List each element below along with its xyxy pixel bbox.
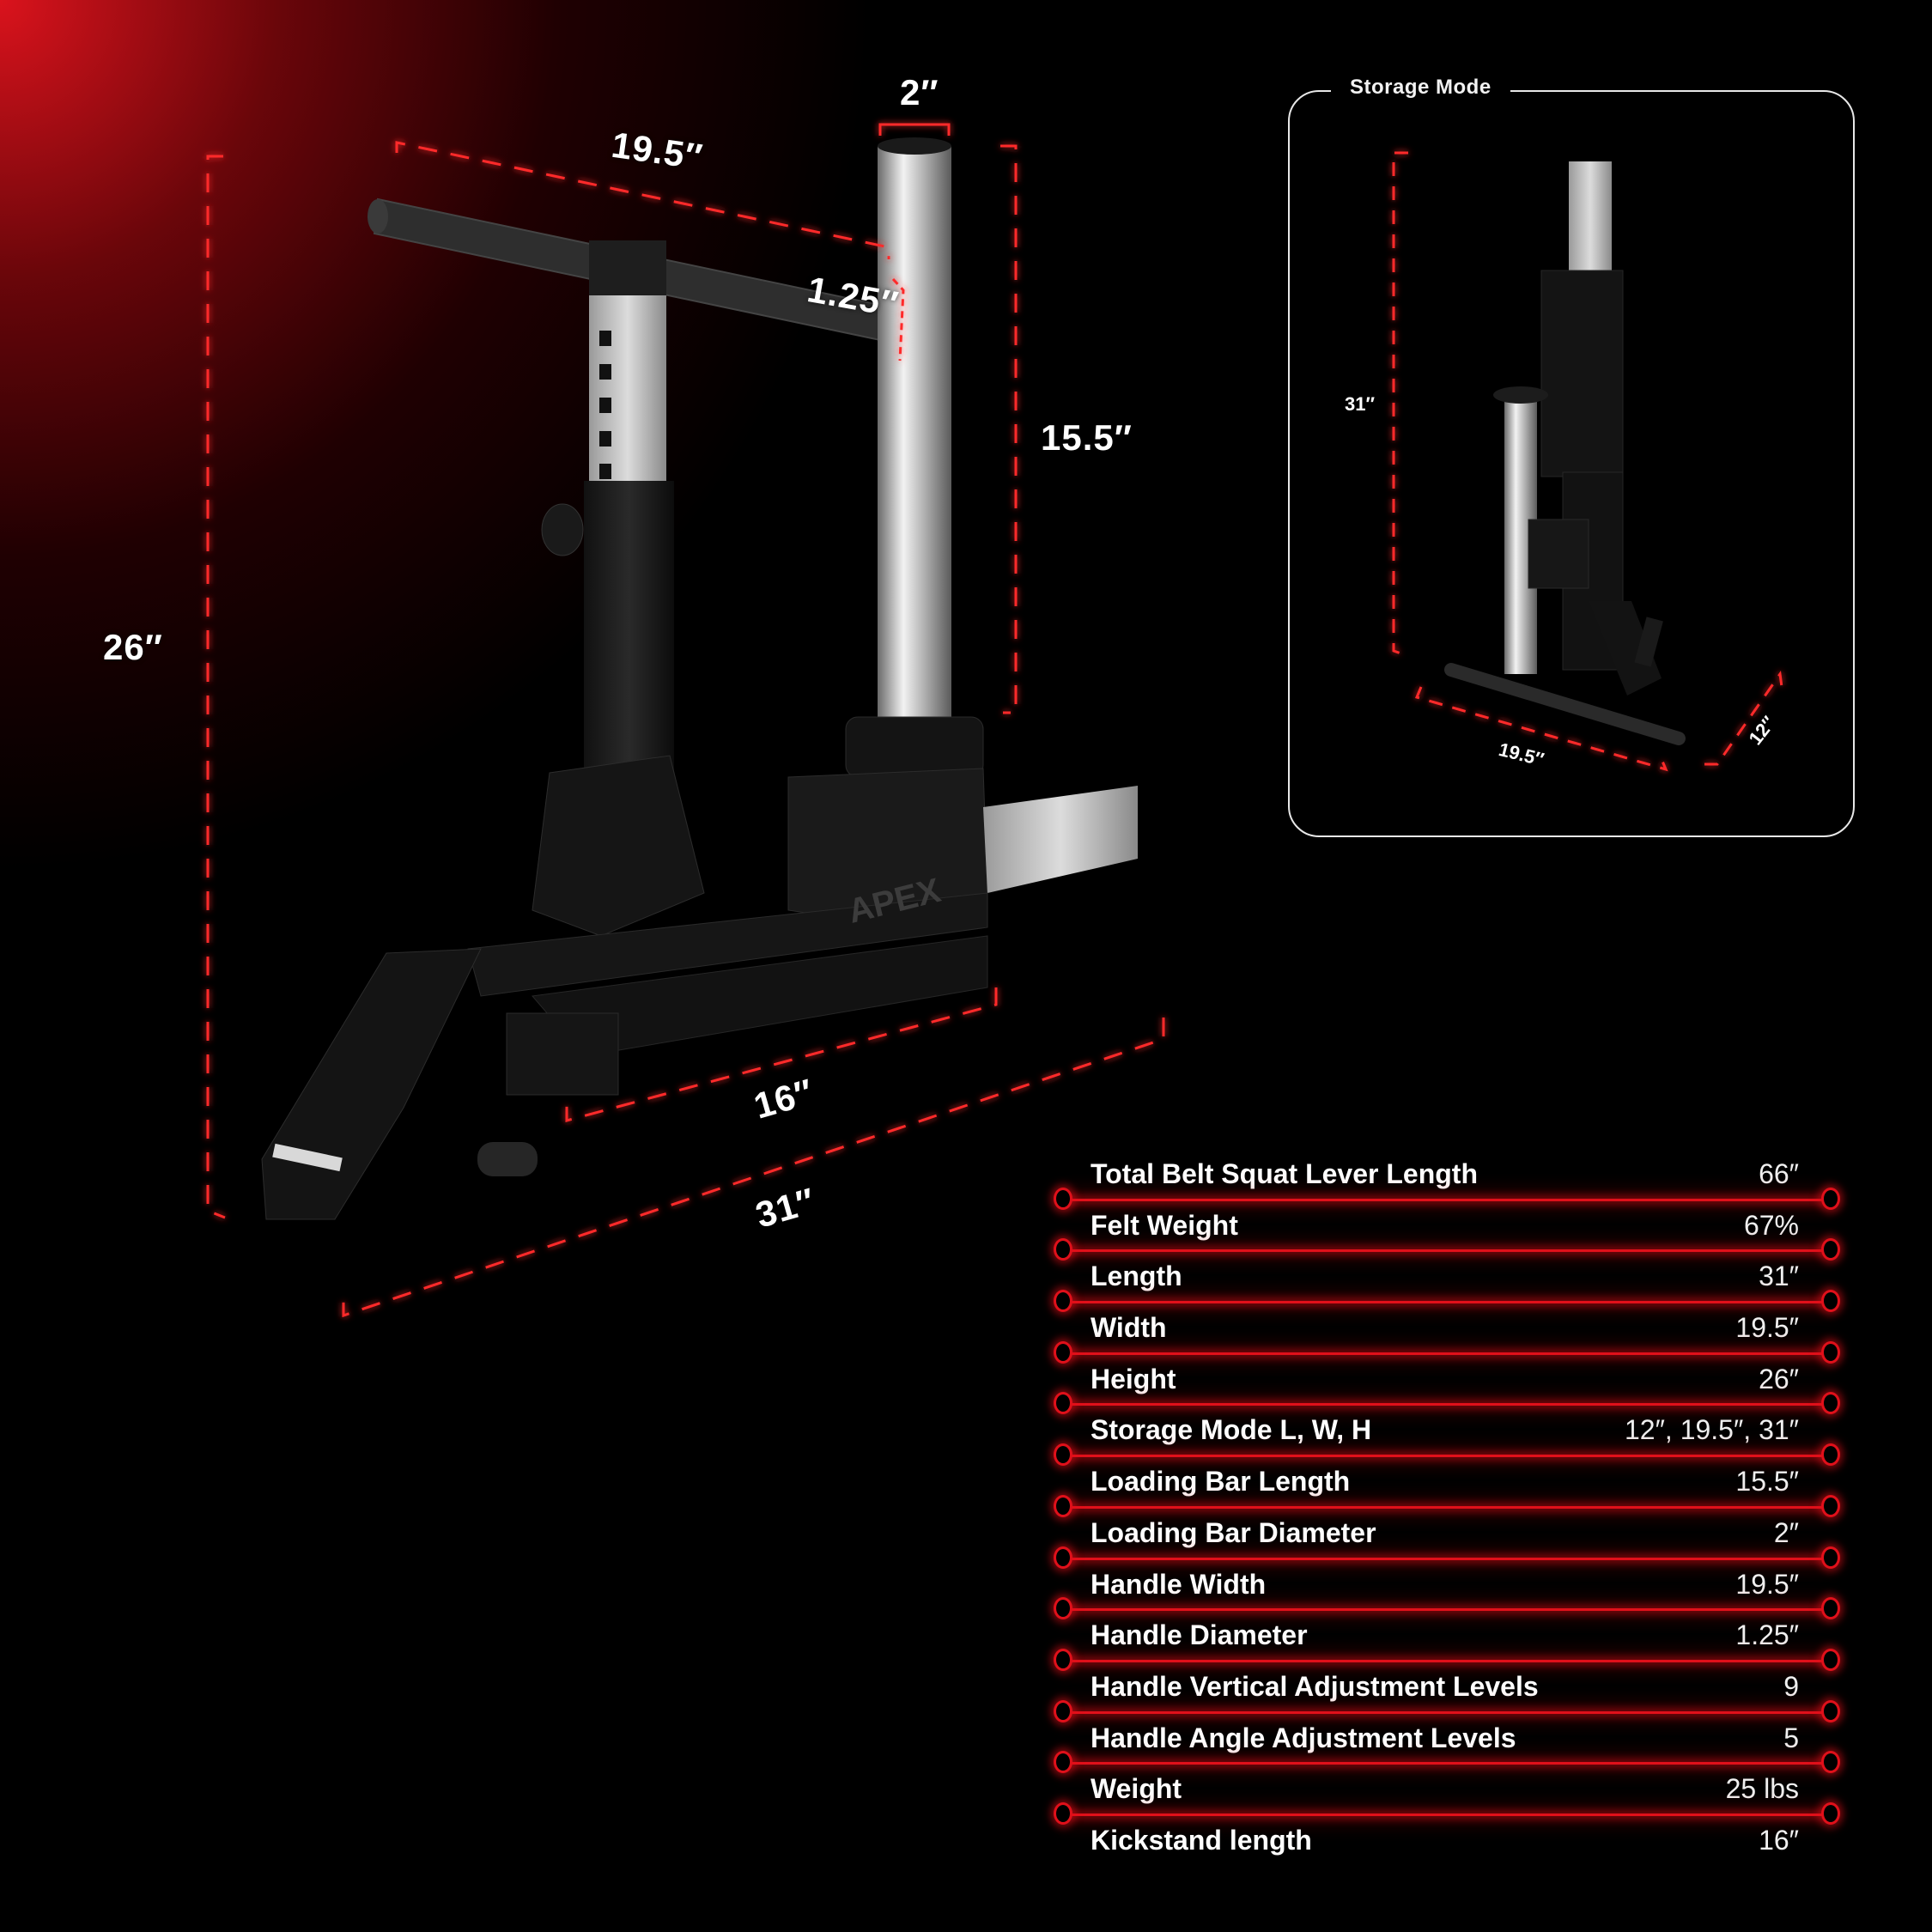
spec-row: Handle Angle Adjustment Levels 5 — [1052, 1710, 1842, 1774]
divider — [1067, 1249, 1826, 1253]
spec-row: Width 19.5″ — [1052, 1300, 1842, 1364]
divider-node — [1821, 1340, 1840, 1364]
dimension-lines — [206, 123, 1165, 1318]
spec-label: Height — [1091, 1363, 1176, 1394]
spec-label: Width — [1091, 1312, 1167, 1344]
divider-node — [1054, 1340, 1072, 1364]
divider — [1067, 1505, 1826, 1509]
divider-node — [1054, 1238, 1072, 1261]
divider-node — [1054, 1597, 1072, 1620]
spec-row: Total Belt Squat Lever Length 66″ — [1052, 1146, 1842, 1210]
spec-label: Storage Mode L, W, H — [1091, 1414, 1372, 1446]
divider-node — [1821, 1187, 1840, 1210]
spec-row: Handle Width 19.5″ — [1052, 1557, 1842, 1620]
handle-upright — [541, 240, 674, 807]
divider — [1067, 1557, 1826, 1560]
divider-node — [1821, 1699, 1840, 1722]
spec-value: 25 lbs — [1725, 1773, 1799, 1805]
divider-node — [1054, 1751, 1072, 1774]
spec-row: Storage Mode L, W, H 12″, 19.5″, 31″ — [1052, 1402, 1842, 1467]
spec-label: Handle Vertical Adjustment Levels — [1091, 1670, 1539, 1702]
divider-node — [1054, 1494, 1072, 1517]
spec-label: Weight — [1091, 1773, 1182, 1805]
divider-node — [1821, 1494, 1840, 1517]
divider — [1067, 1352, 1826, 1355]
divider — [1067, 1403, 1826, 1406]
spec-value: 2″ — [1773, 1516, 1799, 1548]
spec-value: 31″ — [1759, 1261, 1799, 1292]
base-frame: APEX — [261, 755, 1138, 1220]
spec-label: Felt Weight — [1091, 1209, 1238, 1241]
spec-label: Handle Width — [1091, 1568, 1267, 1600]
divider-node — [1054, 1648, 1072, 1671]
spec-label: Handle Diameter — [1091, 1619, 1308, 1651]
divider-node — [1821, 1443, 1840, 1467]
divider — [1067, 1659, 1826, 1662]
spec-label: Length — [1091, 1261, 1182, 1292]
storage-dim-height: 31″ — [1345, 393, 1376, 415]
spec-value: 19.5″ — [1735, 1312, 1799, 1344]
spec-table: Total Belt Squat Lever Length 66″ Felt W… — [1052, 1146, 1842, 1864]
divider-node — [1821, 1751, 1840, 1774]
divider-node — [1821, 1546, 1840, 1569]
spec-value: 15.5″ — [1735, 1466, 1799, 1498]
divider-node — [1054, 1392, 1072, 1415]
dim-height: 26″ — [103, 627, 163, 667]
divider — [1067, 1301, 1826, 1304]
spec-value: 66″ — [1759, 1158, 1799, 1189]
spec-value: 16″ — [1759, 1824, 1799, 1856]
loading-bar — [845, 137, 984, 778]
divider-node — [1054, 1187, 1072, 1210]
divider-node — [1821, 1597, 1840, 1620]
spec-row: Height 26″ — [1052, 1352, 1842, 1415]
divider-node — [1054, 1546, 1072, 1569]
spec-row: Loading Bar Length 15.5″ — [1052, 1454, 1842, 1517]
spec-value: 5 — [1783, 1722, 1799, 1753]
spec-value: 26″ — [1759, 1363, 1799, 1394]
spec-value: 67% — [1743, 1209, 1799, 1241]
spec-label: Loading Bar Diameter — [1091, 1516, 1376, 1548]
divider — [1067, 1608, 1826, 1612]
spec-row: Loading Bar Diameter 2″ — [1052, 1505, 1842, 1569]
spec-row: Handle Vertical Adjustment Levels 9 — [1052, 1659, 1842, 1722]
divider-node — [1054, 1443, 1072, 1467]
spec-row: Weight 25 lbs — [1052, 1761, 1842, 1825]
storage-mode-title: Storage Mode — [1331, 76, 1510, 100]
spec-value: 1.25″ — [1735, 1619, 1799, 1651]
spec-label: Total Belt Squat Lever Length — [1091, 1158, 1478, 1189]
spec-value: 19.5″ — [1735, 1568, 1799, 1600]
divider — [1067, 1455, 1826, 1458]
dim-loading-bar-diameter: 2″ — [900, 72, 939, 112]
divider — [1067, 1710, 1826, 1714]
divider — [1067, 1762, 1826, 1765]
divider-node — [1054, 1699, 1072, 1722]
spec-row: Length 31″ — [1052, 1249, 1842, 1313]
spec-value: 9 — [1783, 1670, 1799, 1702]
storage-mode-panel — [1288, 90, 1855, 837]
divider — [1067, 1813, 1826, 1816]
divider-node — [1821, 1290, 1840, 1313]
spec-row: Handle Diameter 1.25″ — [1052, 1607, 1842, 1671]
divider-node — [1054, 1290, 1072, 1313]
divider-node — [1821, 1238, 1840, 1261]
spec-row: Felt Weight 67% — [1052, 1198, 1842, 1261]
divider — [1067, 1198, 1826, 1201]
divider-node — [1054, 1801, 1072, 1825]
spec-row: Kickstand length 16″ — [1052, 1813, 1842, 1864]
divider-node — [1821, 1648, 1840, 1671]
divider-node — [1821, 1392, 1840, 1415]
spec-label: Kickstand length — [1091, 1824, 1312, 1856]
spec-label: Loading Bar Length — [1091, 1466, 1351, 1498]
dim-loading-bar-length: 15.5″ — [1041, 417, 1133, 458]
spec-label: Handle Angle Adjustment Levels — [1091, 1722, 1516, 1753]
divider-node — [1821, 1801, 1840, 1825]
spec-value: 12″, 19.5″, 31″ — [1624, 1414, 1799, 1446]
